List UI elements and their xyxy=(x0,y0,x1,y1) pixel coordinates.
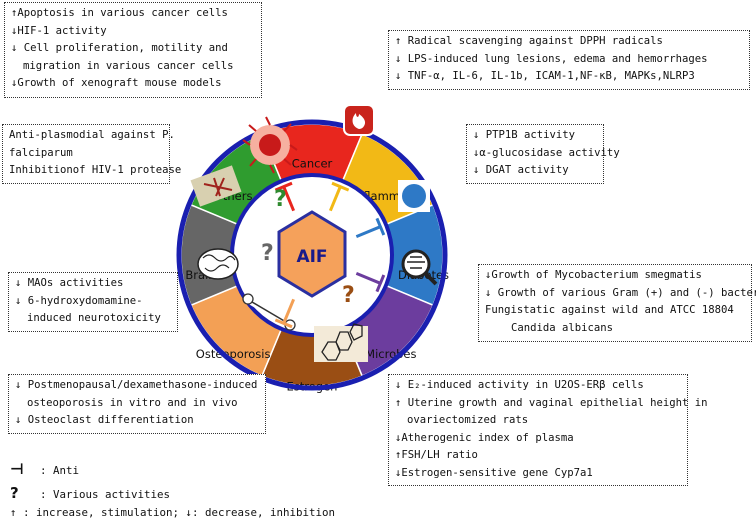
legend-anti: ⊣ : Anti xyxy=(10,460,79,478)
question-mark-gray: ? xyxy=(261,241,274,266)
effect-line: migration in various cancer cells xyxy=(23,59,234,72)
effect-line: ↓HIF-1 activity xyxy=(11,24,107,37)
inhibition-marker-3 xyxy=(355,271,386,293)
effect-line: ↓ Osteoclast differentiation xyxy=(15,414,194,426)
effect-line: ↑ Uterine growth and vaginal epithelial … xyxy=(395,396,708,409)
effect-line: Anti-plasmodial against P. xyxy=(9,129,175,141)
anti-symbol: ⊣ xyxy=(10,460,24,478)
effect-line: ↓Growth of xenograft mouse models xyxy=(11,77,222,89)
question-mark-brown: ? xyxy=(342,283,355,308)
effect-line: ↓ PTP1B activity xyxy=(473,129,576,141)
effect-line: Fungistatic against wild and ATCC 18804 xyxy=(485,304,734,316)
effect-line: ↓ Postmenopausal/dexamethasone-induced xyxy=(15,379,258,391)
others-effects-box: Anti-plasmodial against P. falciparum In… xyxy=(2,124,182,184)
legend-anti-text: : Anti xyxy=(40,464,80,477)
effect-line: ↓ MAOs activities xyxy=(15,277,124,289)
segment-label-osteoporosis: Osteoporosis xyxy=(196,347,271,361)
inhibition-marker-4 xyxy=(274,298,296,329)
effect-line: ↓ E₂-induced activity in U2OS-ERβ cells xyxy=(395,379,644,391)
outer-ring xyxy=(176,119,448,391)
microbes-effects-box: ↓Growth of Mycobacterium smegmatis ↓ Gro… xyxy=(478,264,756,342)
cancer-effects-box: ↑Apoptosis in various cancer cells ↓HIF-… xyxy=(4,2,262,98)
inhibition-marker-2 xyxy=(355,217,386,239)
inhibition-marker-1 xyxy=(328,181,350,212)
effect-line: ↑Apoptosis in various cancer cells xyxy=(11,7,228,19)
legend-arrows: ↑ : increase, stimulation; ↓: decrease, … xyxy=(10,506,335,519)
magnifier-icon xyxy=(401,249,438,286)
question-symbol: ? xyxy=(10,484,19,502)
legend-arrows-text: ↑ : increase, stimulation; ↓: decrease, … xyxy=(10,506,336,519)
legend-question-text: : Various activities xyxy=(40,488,171,501)
effect-line: ↓Growth of Mycobacterium smegmatis xyxy=(485,269,702,281)
flame-icon xyxy=(343,104,375,136)
legend-question: ? : Various activities xyxy=(10,484,170,502)
effect-line: ovariectomized rats xyxy=(407,414,529,426)
question-mark-green: ? xyxy=(274,187,287,212)
effect-line: ↓ Cell proliferation, motility and xyxy=(11,42,228,54)
effect-line: ↓Atherogenic index of plasma xyxy=(395,431,574,444)
effect-line: osteoporosis in vitro and in vivo xyxy=(27,396,238,409)
estrogen-effects-box: ↓ E₂-induced activity in U2OS-ERβ cells … xyxy=(388,374,708,486)
inflammation-effects-box: ↑ Radical scavenging against DPPH radica… xyxy=(388,30,750,90)
cancer-cell-icon xyxy=(242,116,298,174)
effect-line: ↓ LPS-induced lung lesions, edema and he… xyxy=(395,52,708,65)
inhibition-marker-0 xyxy=(274,181,296,212)
effect-line: Inhibitionof HIV-1 protease xyxy=(9,164,182,176)
effect-line: Candida albicans xyxy=(511,321,614,334)
effect-line: ↓ 6-hydroxydomamine- xyxy=(15,294,143,307)
inhibition-markers xyxy=(274,181,386,329)
steroid-icon xyxy=(314,323,368,362)
effect-line: ↓ Growth of various Gram (+) and (-) bac… xyxy=(485,286,756,299)
center-label: AIF xyxy=(296,247,327,267)
effect-line: ↓ DGAT activity xyxy=(473,164,569,176)
effect-line: ↓ TNF-α, IL-6, IL-1b, ICAM-1,NF-κB, MAPK… xyxy=(395,70,695,82)
effect-line: ↑ Radical scavenging against DPPH radica… xyxy=(395,35,663,47)
effect-line: ↓Estrogen-sensitive gene Cyp7a1 xyxy=(395,466,593,479)
mosquito-image-icon xyxy=(190,165,242,207)
effect-line: induced neurotoxicity xyxy=(27,312,161,324)
segment-label-cancer: Cancer xyxy=(292,157,333,171)
effect-line: ↓α-glucosidase activity xyxy=(473,146,620,159)
effect-line: ↑FSH/LH ratio xyxy=(395,449,478,461)
effect-line: falciparum xyxy=(9,146,73,159)
diabetes-ring-icon xyxy=(398,180,430,212)
brain-effects-box: ↓ MAOs activities ↓ 6-hydroxydomamine- i… xyxy=(8,272,178,332)
center-hexagon xyxy=(277,210,347,298)
osteoporosis-effects-box: ↓ Postmenopausal/dexamethasone-induced o… xyxy=(8,374,266,434)
brain-icon xyxy=(197,248,239,280)
diabetes-effects-box: ↓ PTP1B activity ↓α-glucosidase activity… xyxy=(466,124,620,184)
